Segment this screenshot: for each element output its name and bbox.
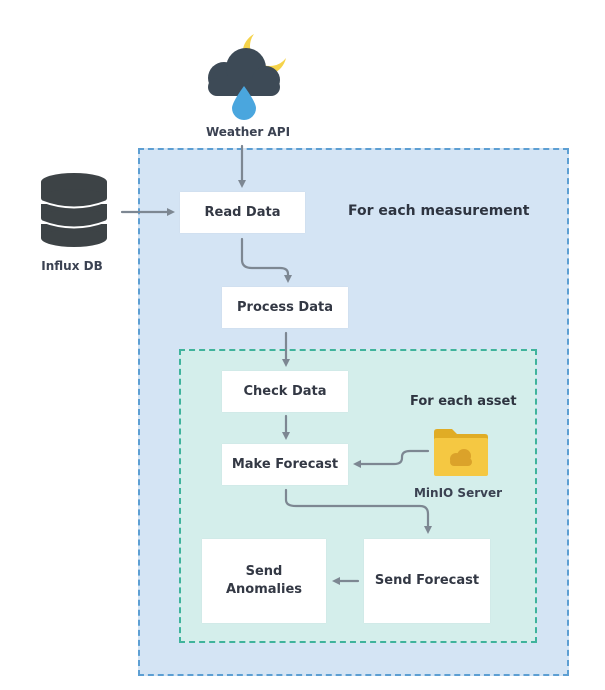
make-forecast-step: Make Forecast bbox=[222, 444, 348, 485]
read-data-step: Read Data bbox=[180, 192, 305, 233]
check-data-step: Check Data bbox=[222, 371, 348, 412]
cloud-folder-icon bbox=[434, 429, 488, 476]
process-data-step: Process Data bbox=[222, 287, 348, 328]
send-anomalies-label: Send Anomalies bbox=[225, 564, 303, 597]
read-data-label: Read Data bbox=[204, 204, 281, 220]
arrow-read-to-process bbox=[240, 237, 292, 283]
send-anomalies-step: Send Anomalies bbox=[202, 539, 326, 623]
send-forecast-label: Send Forecast bbox=[374, 573, 480, 589]
database-icon bbox=[40, 173, 108, 247]
arrow-forecast-to-sendforecast bbox=[284, 488, 432, 534]
for-each-measurement-label: For each measurement bbox=[348, 203, 530, 219]
minio-server-caption: MinIO Server bbox=[413, 486, 503, 500]
arrow-minio-to-forecast bbox=[353, 449, 430, 468]
check-data-label: Check Data bbox=[243, 383, 327, 399]
weather-api-caption: Weather API bbox=[205, 125, 291, 139]
cloud-rain-moon-icon bbox=[208, 34, 286, 120]
send-forecast-step: Send Forecast bbox=[364, 539, 490, 623]
influx-db-caption: Influx DB bbox=[41, 259, 103, 273]
for-each-asset-label: For each asset bbox=[410, 394, 517, 409]
process-data-label: Process Data bbox=[237, 299, 333, 315]
make-forecast-label: Make Forecast bbox=[231, 456, 339, 472]
